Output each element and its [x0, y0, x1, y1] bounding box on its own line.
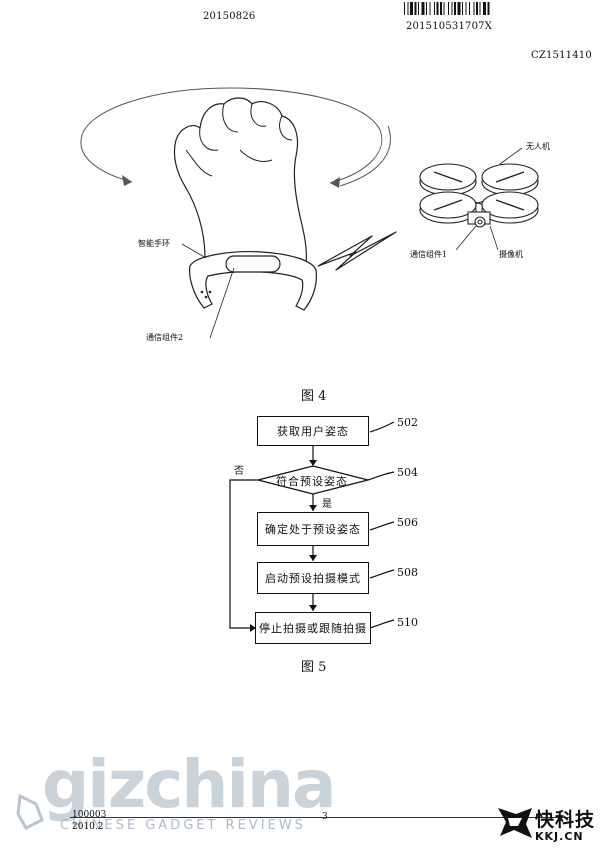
- figure-5-connectors: [229, 421, 395, 632]
- label-smart-wristband: 智能手环: [138, 239, 170, 248]
- step-number-510: 510: [397, 616, 418, 629]
- header-date: 20150826: [203, 11, 256, 22]
- gizchina-logo-icon: [16, 793, 44, 830]
- document-code: CZ1511410: [531, 50, 592, 61]
- footer-divider: [70, 817, 570, 818]
- label-comm-component-1: 通信组件1: [410, 250, 448, 259]
- flow-step-start-preset-shooting-mode: 启动预设拍摄模式: [257, 562, 369, 594]
- kkj-url: KKJ.CN: [535, 830, 584, 843]
- flow-step-get-user-posture: 获取用户姿态: [257, 416, 369, 446]
- figure-5-caption: 图 5: [301, 660, 327, 675]
- page-number: 3: [322, 812, 328, 822]
- figure-4-caption: 图 4: [301, 389, 327, 404]
- flow-step-confirm-preset-posture: 确定处于预设姿态: [257, 512, 369, 546]
- label-comm-component-2: 通信组件2: [146, 333, 184, 342]
- no-branch-label: 否: [234, 466, 244, 477]
- flow-decision-matches-preset-posture: 符合预设姿态: [276, 475, 348, 488]
- label-camera: 摄像机: [499, 250, 523, 259]
- step-number-504: 504: [397, 466, 418, 479]
- application-number: 201510531707X: [406, 21, 493, 32]
- yes-branch-label: 是: [322, 499, 332, 510]
- label-drone: 无人机: [526, 142, 550, 151]
- flow-step-text: 获取用户姿态: [277, 425, 349, 438]
- step-number-506: 506: [397, 516, 418, 529]
- flow-step-text: 停止拍摄或跟随拍摄: [259, 622, 367, 635]
- kkj-logo-icon: [498, 808, 532, 838]
- footer-code-2: 2010.2: [72, 822, 104, 832]
- figure-4-drawing: [80, 87, 539, 339]
- flow-step-stop-or-follow-shooting: 停止拍摄或跟随拍摄: [255, 612, 371, 644]
- kkj-title: 快科技: [535, 809, 596, 831]
- barcode-image: [404, 2, 490, 15]
- gizchina-watermark: gizchina: [42, 746, 337, 823]
- gizchina-watermark-subtitle: CHINESE GADGET REVIEWS: [60, 818, 306, 833]
- step-number-502: 502: [397, 416, 418, 429]
- flow-step-text: 启动预设拍摄模式: [265, 572, 361, 585]
- step-number-508: 508: [397, 566, 418, 579]
- kkj-watermark: 快科技 KKJ.CN: [535, 805, 595, 843]
- footer-code-1: 100003: [72, 810, 107, 820]
- flow-step-text: 确定处于预设姿态: [265, 523, 361, 536]
